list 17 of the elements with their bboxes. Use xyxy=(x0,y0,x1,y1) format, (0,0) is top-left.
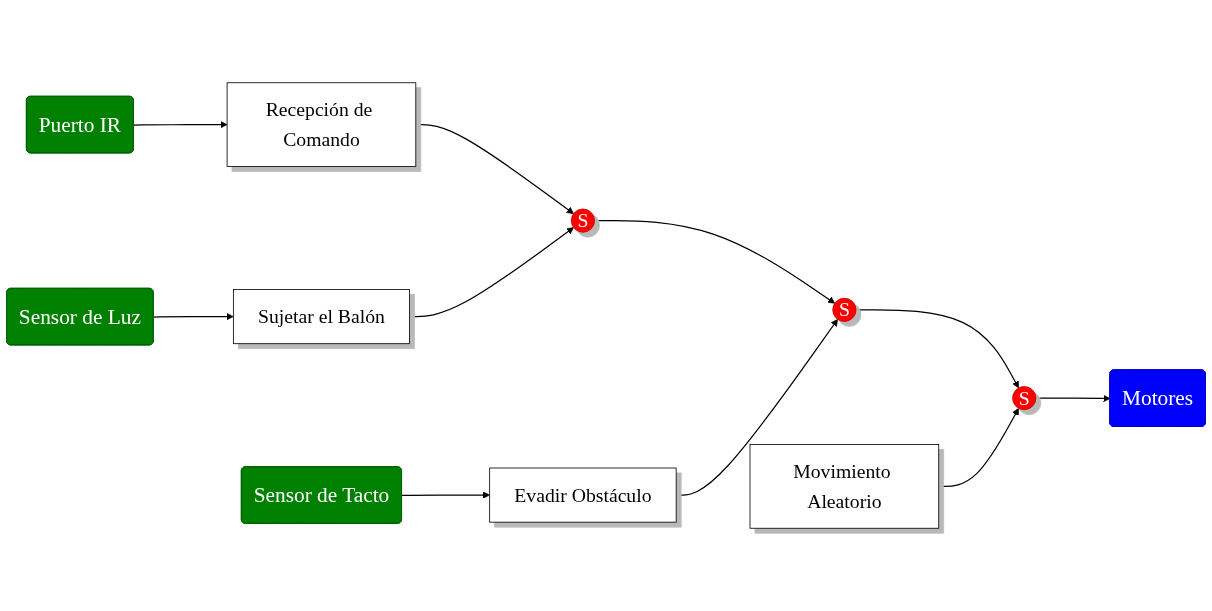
node-box: Sujetar el Balón xyxy=(233,289,410,345)
arrow xyxy=(855,309,1019,389)
node-box: Recepción de Comando xyxy=(226,82,417,167)
node-box: Evadir Obstáculo xyxy=(489,467,677,523)
arrow xyxy=(593,220,836,304)
arrow xyxy=(401,491,490,499)
arrow xyxy=(1035,394,1111,403)
node-circle: S xyxy=(570,208,595,233)
arrow xyxy=(408,227,574,318)
node-box: Movimiento Aleatorio xyxy=(749,444,940,529)
node-circle: S xyxy=(1012,386,1037,411)
arrow xyxy=(938,408,1019,487)
arrow xyxy=(133,121,228,129)
node-circle: S xyxy=(832,297,857,322)
arrow xyxy=(415,124,574,215)
arrow xyxy=(153,313,234,321)
arrow xyxy=(675,319,838,496)
